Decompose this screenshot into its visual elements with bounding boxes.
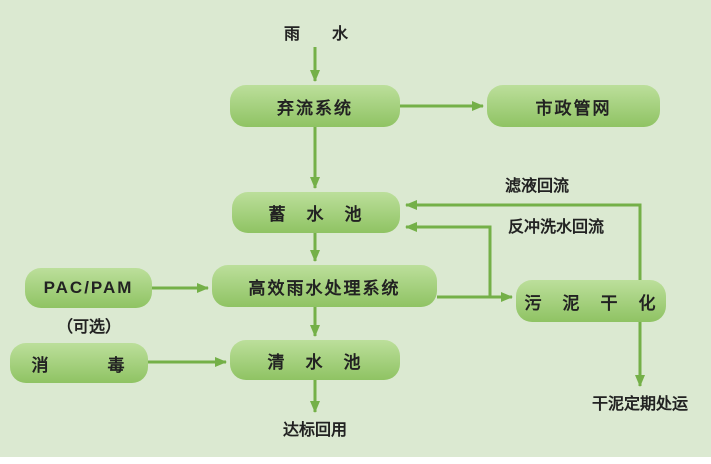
municipal-network-label: 市政管网 [535,98,612,118]
box-diversion-system: 弃流系统 [230,85,400,127]
backwash-return-label: 反冲洗水回流 [508,219,605,236]
storage-pool-label: 蓄 水 池 [268,205,364,224]
bottom-border [0,457,711,464]
arrow-backwash-return-to-storage [405,222,492,297]
filtrate-return-label: 滤液回流 [505,178,570,195]
box-treatment-system: 高效雨水处理系统 [212,265,437,307]
box-clear-water-pool: 清 水 池 [230,340,400,380]
pac-pam-label: PAC/PAM [43,278,134,297]
dry-sludge-disposal-label: 干泥定期处运 [591,396,688,413]
box-pac-pam: PAC/PAM [25,268,152,308]
arrow-filtrate-return-to-storage [405,200,642,280]
box-storage-pool: 蓄 水 池 [232,192,400,233]
optional-label: （可选） [56,319,121,336]
box-municipal-network: 市政管网 [487,85,660,127]
clear-water-pool-label: 清 水 池 [267,352,363,372]
disinfection-label: 消 毒 [31,355,127,375]
treatment-system-label: 高效雨水处理系统 [248,278,401,298]
sludge-drying-label: 污 泥 干 化 [524,293,658,313]
rain-water-label: 雨 水 [283,26,348,43]
box-disinfection: 消 毒 [10,343,148,383]
diversion-system-label: 弃流系统 [277,98,353,118]
box-sludge-drying: 污 泥 干 化 [516,280,666,322]
reuse-label: 达标回用 [282,422,347,439]
